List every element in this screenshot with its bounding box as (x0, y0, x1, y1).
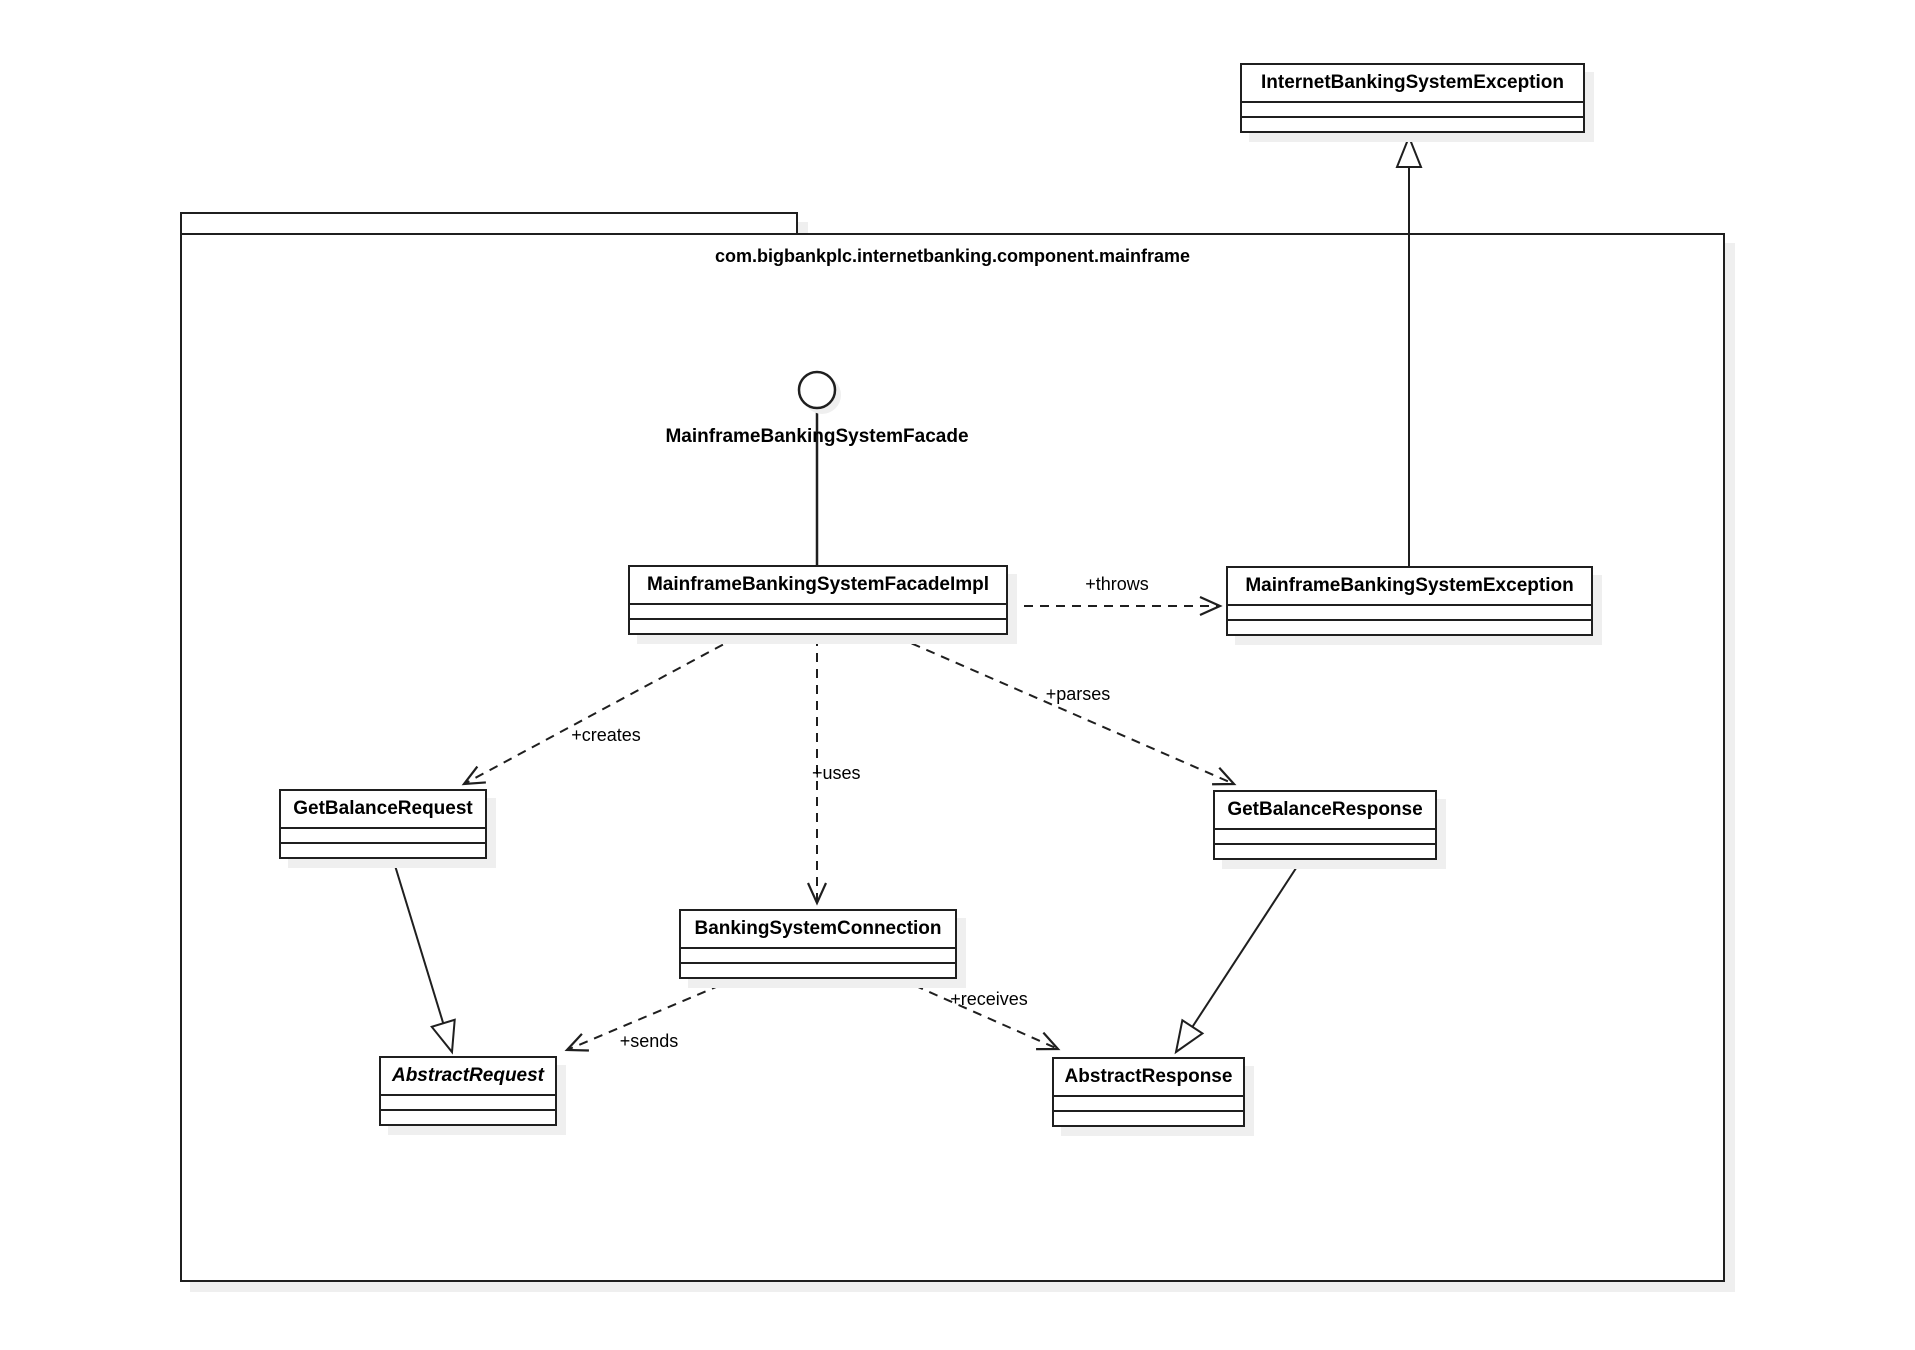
class-name-title: MainframeBankingSystemFacadeImpl (630, 567, 1006, 605)
class-name-title: MainframeBankingSystemException (1228, 568, 1591, 606)
attributes-compartment (1242, 103, 1583, 118)
class-name-title: GetBalanceResponse (1215, 792, 1435, 830)
class-internet-banking-system-exception: InternetBankingSystemException (1240, 63, 1585, 133)
attributes-compartment (381, 1096, 555, 1111)
package-name-label: com.bigbankplc.internetbanking.component… (714, 246, 1191, 266)
methods-compartment (381, 1111, 555, 1124)
methods-compartment (281, 844, 485, 857)
class-name-title: AbstractResponse (1054, 1059, 1243, 1097)
relationship-label-creates: +creates (571, 725, 641, 745)
relationship-label-uses: +uses (812, 763, 861, 783)
relationship-label-parses: +parses (1045, 684, 1111, 704)
class-abstract-request: AbstractRequest (379, 1056, 557, 1126)
methods-compartment (1215, 845, 1435, 858)
methods-compartment (681, 964, 955, 977)
interface-name-label: MainframeBankingSystemFacade (665, 426, 969, 447)
relationship-label-sends: +sends (619, 1031, 679, 1051)
class-name-title: BankingSystemConnection (681, 911, 955, 949)
methods-compartment (630, 620, 1006, 633)
attributes-compartment (630, 605, 1006, 620)
class-name-title: InternetBankingSystemException (1242, 65, 1583, 103)
relationship-label-throws: +throws (1085, 574, 1149, 594)
attributes-compartment (681, 949, 955, 964)
attributes-compartment (1215, 830, 1435, 845)
class-mainframe-banking-system-exception: MainframeBankingSystemException (1226, 566, 1593, 636)
class-name-title: GetBalanceRequest (281, 791, 485, 829)
class-banking-system-connection: BankingSystemConnection (679, 909, 957, 979)
class-name-title: AbstractRequest (381, 1058, 555, 1096)
attributes-compartment (1228, 606, 1591, 621)
class-abstract-response: AbstractResponse (1052, 1057, 1245, 1127)
class-mainframe-banking-system-facade-impl: MainframeBankingSystemFacadeImpl (628, 565, 1008, 635)
methods-compartment (1242, 118, 1583, 131)
methods-compartment (1228, 621, 1591, 634)
methods-compartment (1054, 1112, 1243, 1125)
relationship-label-receives: +receives (950, 989, 1028, 1009)
attributes-compartment (281, 829, 485, 844)
class-get-balance-response: GetBalanceResponse (1213, 790, 1437, 860)
package-tab (180, 212, 798, 235)
attributes-compartment (1054, 1097, 1243, 1112)
class-get-balance-request: GetBalanceRequest (279, 789, 487, 859)
